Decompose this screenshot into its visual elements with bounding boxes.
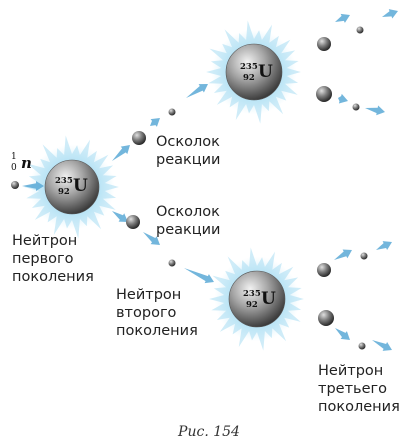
- uranium-nucleus-upper: [225, 43, 283, 101]
- lower-fragment-2: [318, 310, 334, 326]
- fragment-bottom-arrow-out: [143, 232, 160, 245]
- lower-out-arrow-2: [376, 241, 392, 250]
- figure-caption: Рис. 154: [178, 424, 240, 440]
- uranium-nucleus-first: [44, 159, 100, 215]
- upper-out-arrow-2: [382, 9, 398, 19]
- upper-out-arrow-1: [335, 13, 350, 23]
- fragment-bottom-label: Осколок реакции: [156, 204, 221, 238]
- lower-neutron-2: [358, 342, 366, 350]
- neutron-symbol: 1 0 n: [8, 152, 42, 180]
- second-gen-neutron-top: [168, 108, 176, 116]
- neutron-to-upper-arrow: [186, 84, 208, 98]
- neutron-letter: n: [21, 154, 32, 172]
- neutron-mass-number: 1: [11, 152, 17, 162]
- fragment-top-label: Осколок реакции: [156, 134, 221, 168]
- upper-neutron-1: [356, 26, 364, 34]
- neutron-to-lower-arrow: [184, 268, 214, 284]
- fragment-top: [132, 131, 146, 145]
- neutron-first-generation-label: Нейтрон первого поколения: [12, 233, 94, 285]
- upper-neutron-2: [352, 103, 360, 111]
- neutron-charge-number: 0: [11, 163, 17, 173]
- upper-out-arrow-4: [365, 105, 385, 116]
- neutron-third-generation-label: Нейтрон третьего поколения: [318, 363, 400, 415]
- upper-fragment-2: [316, 86, 332, 102]
- fragment-top-arrow-in: [112, 145, 130, 161]
- lower-neutron-1: [360, 252, 368, 260]
- uranium-nucleus-lower: [228, 270, 286, 328]
- neutron-second-generation-label: Нейтрон второго поколения: [116, 287, 198, 339]
- upper-fragment-1: [317, 37, 331, 51]
- fragment-top-arrow-out: [150, 118, 160, 127]
- lower-out-arrow-4: [372, 340, 392, 351]
- second-gen-neutron-bottom: [168, 259, 176, 267]
- lower-out-arrow-1: [334, 249, 352, 260]
- lower-fragment-1: [317, 263, 331, 277]
- lower-out-arrow-3: [335, 328, 350, 340]
- fragment-bottom: [126, 215, 140, 229]
- upper-out-arrow-3: [338, 93, 348, 104]
- incoming-neutron-arrow: [22, 181, 44, 191]
- incoming-neutron: [11, 181, 19, 189]
- fragment-bottom-arrow-in: [112, 211, 128, 222]
